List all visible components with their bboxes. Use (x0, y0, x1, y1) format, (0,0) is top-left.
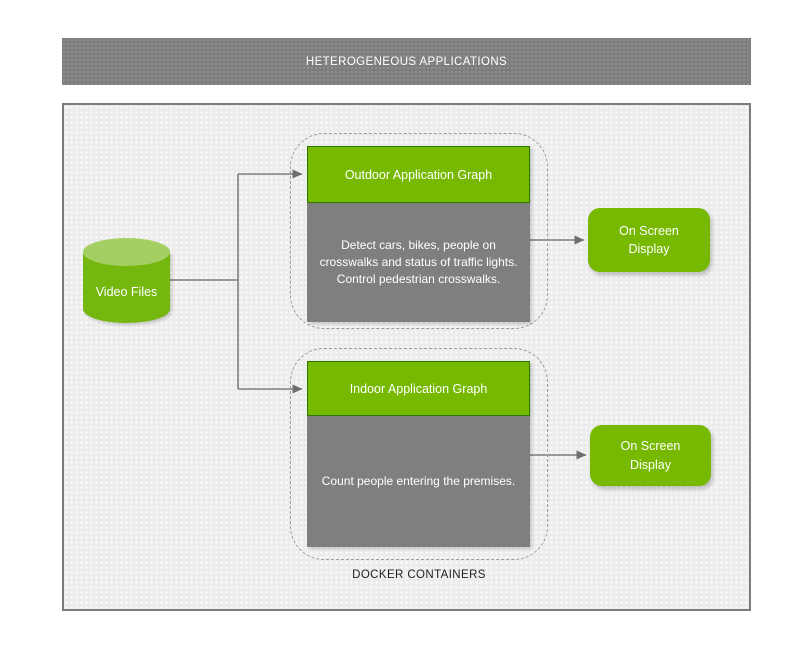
outdoor-application-description: Detect cars, bikes, people on crosswalks… (307, 203, 530, 322)
outdoor-docker-container-group (290, 133, 548, 329)
outdoor-application-graph-header: Outdoor Application Graph (307, 146, 530, 203)
video-files-cylinder: Video Files (83, 238, 170, 323)
indoor-description-text: Count people entering the premises. (321, 474, 516, 489)
on-screen-display-indoor: On Screen Display (590, 425, 711, 486)
osd-outdoor-label: On Screen Display (619, 223, 679, 256)
outdoor-header-label: Outdoor Application Graph (344, 167, 493, 182)
on-screen-display-outdoor: On Screen Display (588, 208, 710, 272)
indoor-docker-container-group (290, 348, 548, 560)
heterogeneous-applications-banner: HETEROGENEOUS APPLICATIONS (62, 38, 751, 85)
docker-containers-caption: DOCKER CONTAINERS (352, 569, 486, 581)
video-files-label: Video Files (95, 285, 158, 299)
banner-title: HETEROGENEOUS APPLICATIONS (305, 55, 508, 68)
outdoor-description-text: Detect cars, bikes, people on crosswalks… (319, 238, 518, 286)
indoor-header-label: Indoor Application Graph (349, 381, 488, 396)
indoor-application-graph-header: Indoor Application Graph (307, 361, 530, 416)
indoor-application-description: Count people entering the premises. (307, 416, 530, 547)
osd-indoor-label: On Screen Display (620, 439, 681, 472)
cylinder-top-ellipse (83, 238, 170, 266)
